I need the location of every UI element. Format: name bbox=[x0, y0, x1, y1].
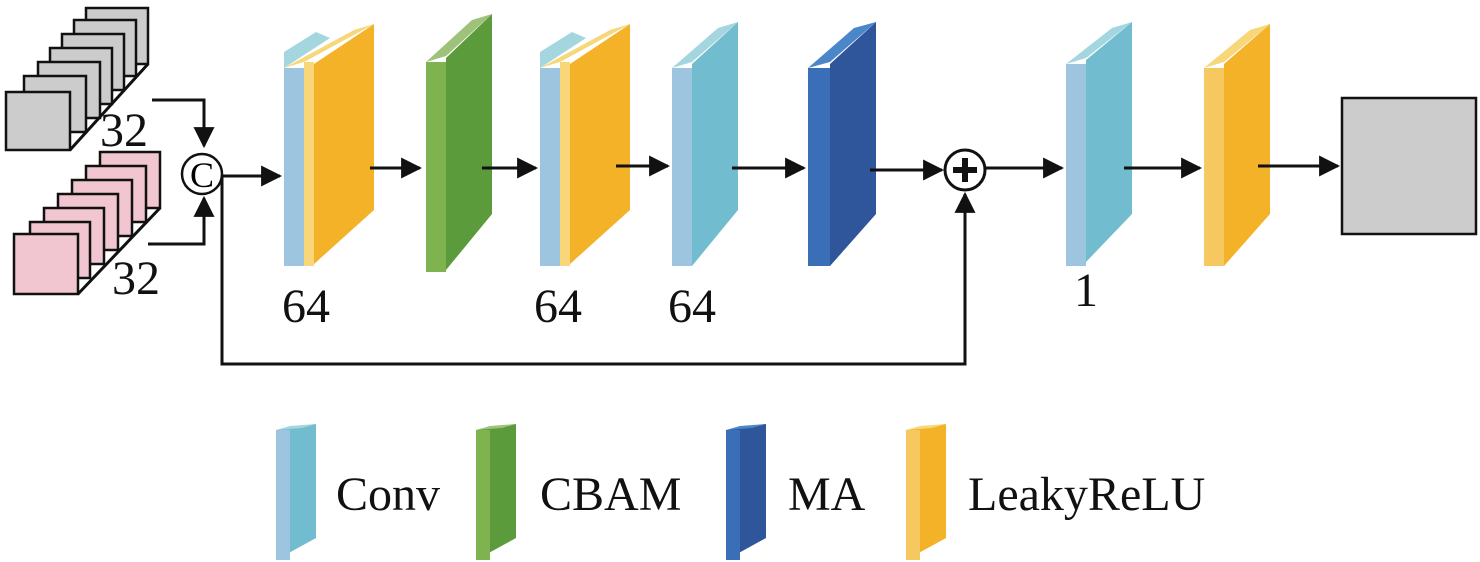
concat-symbol: C bbox=[190, 155, 214, 195]
block-leaky bbox=[1204, 24, 1270, 266]
bottom-input-channels: 32 bbox=[112, 252, 160, 305]
legend-leaky-label: LeakyReLU bbox=[968, 468, 1205, 521]
legend-conv-label: Conv bbox=[336, 468, 440, 521]
top-input-channels: 32 bbox=[100, 104, 148, 157]
gray-map bbox=[4, 90, 72, 152]
legend-leaky: LeakyReLU bbox=[906, 424, 1205, 560]
block3-channels: 64 bbox=[534, 280, 582, 333]
legend-cbam-label: CBAM bbox=[540, 468, 681, 521]
block-cbam bbox=[426, 14, 492, 272]
input-stack-pink bbox=[12, 150, 162, 296]
legend-ma-label: MA bbox=[788, 468, 866, 521]
block-conv-1 bbox=[672, 22, 738, 266]
legend-ma: MA bbox=[726, 424, 866, 560]
block1-channels: 64 bbox=[282, 280, 330, 333]
block4-channels: 64 bbox=[668, 280, 716, 333]
block-conv-leaky-2 bbox=[540, 24, 630, 266]
block6-channels: 1 bbox=[1074, 264, 1098, 317]
concat-node: C bbox=[180, 152, 224, 196]
output-map bbox=[1340, 96, 1478, 236]
legend: Conv CBAM MA LeakyReLU bbox=[276, 424, 1205, 560]
legend-conv: Conv bbox=[276, 424, 440, 560]
legend-cbam: CBAM bbox=[476, 424, 681, 560]
input-stack-gray bbox=[4, 6, 150, 152]
block-conv-2 bbox=[1066, 22, 1132, 266]
add-node bbox=[943, 148, 987, 192]
block-ma bbox=[808, 22, 876, 266]
pink-map bbox=[12, 232, 80, 296]
block-conv-leaky-1 bbox=[284, 24, 374, 266]
